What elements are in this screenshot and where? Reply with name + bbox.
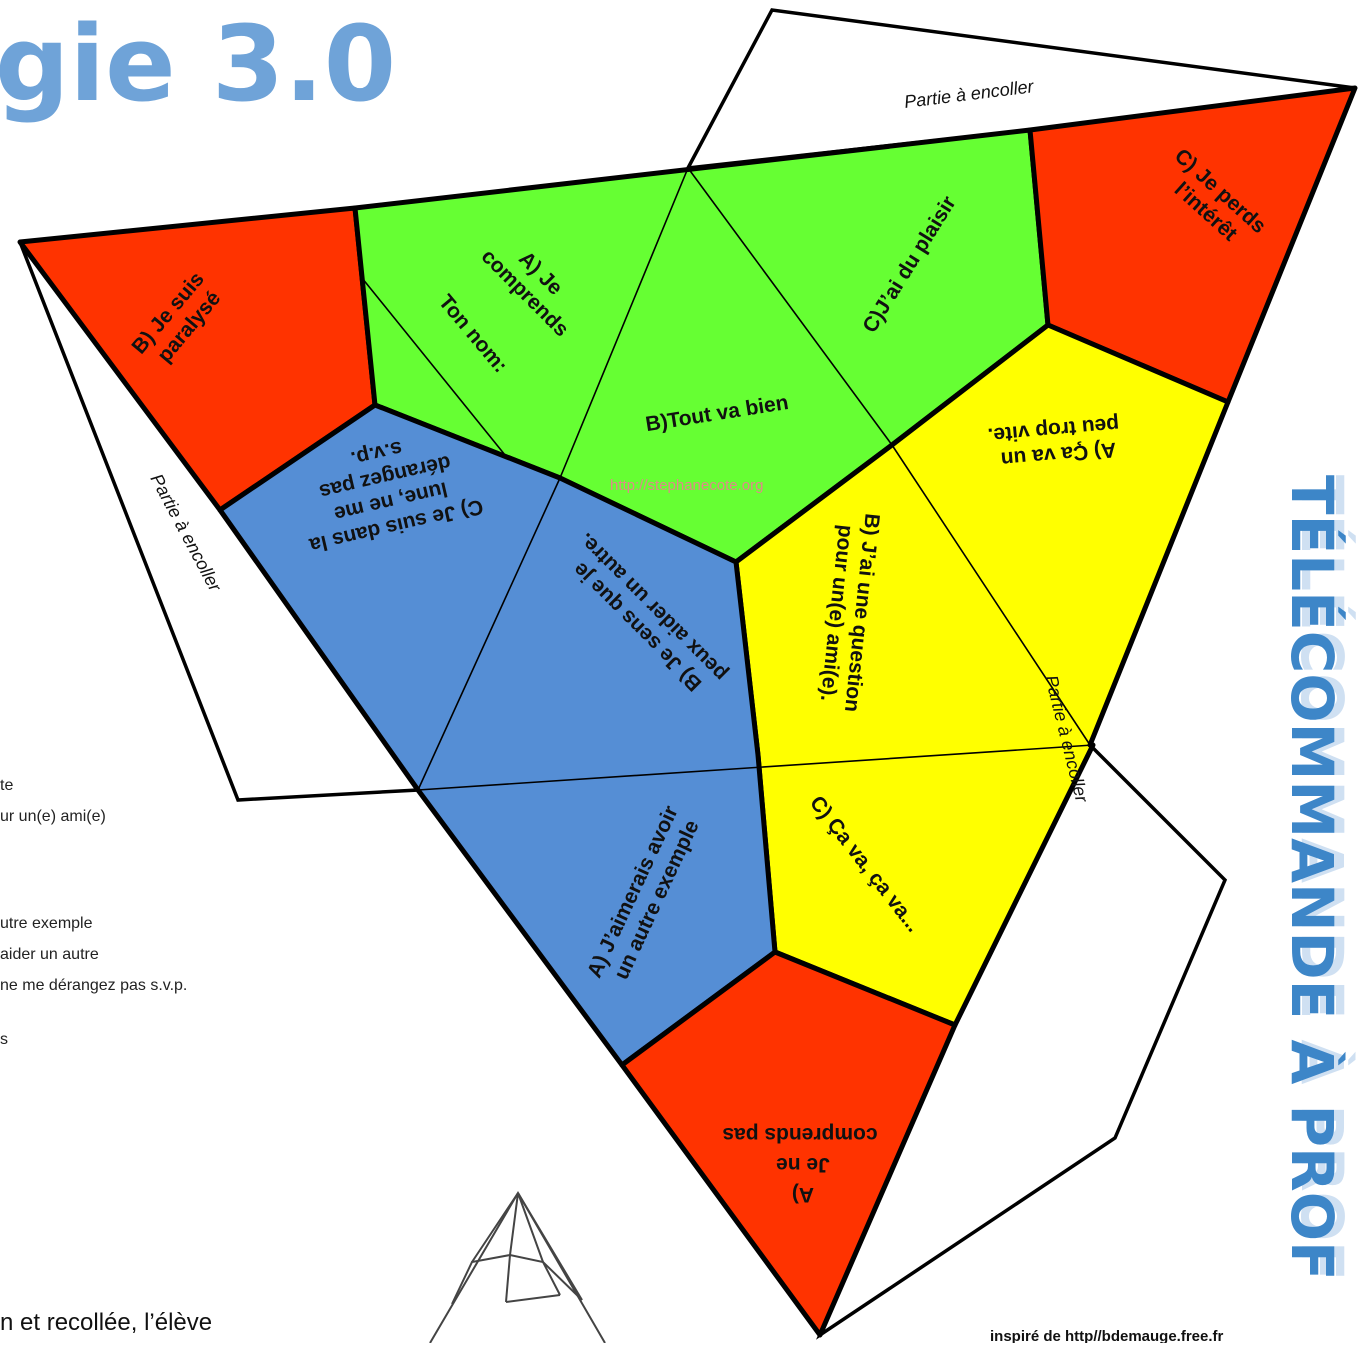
pyramid-sketch: [429, 1191, 606, 1344]
side-brand-shadow: TÉLÉCOMMANDE À PROF: [1288, 475, 1357, 1281]
background-text: te ur un(e) ami(e) utre exemple aider un…: [0, 777, 212, 1336]
bg-line-5: ne me dérangez pas s.v.p.: [0, 977, 187, 994]
credit-text: inspiré de http//bdemauge.free.fr: [990, 1328, 1224, 1343]
bg-line-2: ur un(e) ami(e): [0, 808, 106, 825]
side-brand: TÉLÉCOMMANDE À PROF TÉLÉCOMMANDE À PROF: [1278, 475, 1357, 1281]
bottom-text: n et recollée, l’élève: [0, 1309, 212, 1336]
bg-line-1: te: [0, 777, 13, 794]
face-red-bottom: [619, 949, 958, 1338]
face-blue-left: [217, 402, 778, 1068]
color-faces: [17, 85, 1358, 1338]
bg-line-6: s: [0, 1031, 8, 1048]
bg-line-3: utre exemple: [0, 915, 93, 932]
watermark: http://stephanecote.org: [610, 477, 763, 494]
page-title: gie 3.0: [0, 3, 396, 125]
side-brand-text: TÉLÉCOMMANDE À PROF: [1278, 475, 1347, 1281]
fold-lines: [361, 167, 1094, 791]
glue-flaps: [18, 8, 1356, 1340]
bg-line-4: aider un autre: [0, 946, 99, 963]
label-a-comprends-pas: A) Je ne comprends pas: [722, 1123, 877, 1206]
